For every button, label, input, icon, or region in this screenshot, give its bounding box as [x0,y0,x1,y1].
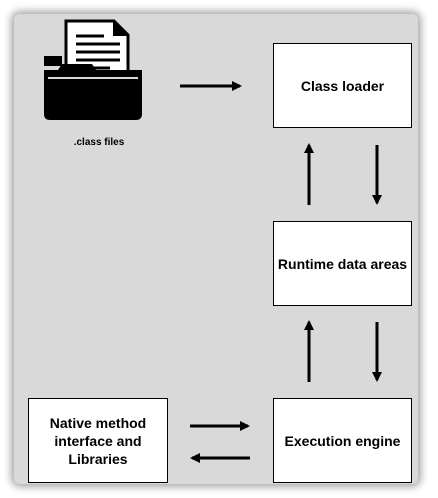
execution-engine-label: Execution engine [284,432,401,449]
runtime-data-areas-box: Runtime data areas [273,221,412,306]
class-loader-box: Class loader [273,43,412,128]
native-interface-box: Native method interface and Libraries [28,398,168,483]
native-interface-label: Native method interface and Libraries [49,414,147,467]
class-loader-label: Class loader [300,77,385,94]
execution-engine-box: Execution engine [273,398,412,483]
folder-document-icon [44,19,142,120]
class-files-label: .class files [73,137,125,148]
runtime-data-areas-label: Runtime data areas [277,255,408,272]
